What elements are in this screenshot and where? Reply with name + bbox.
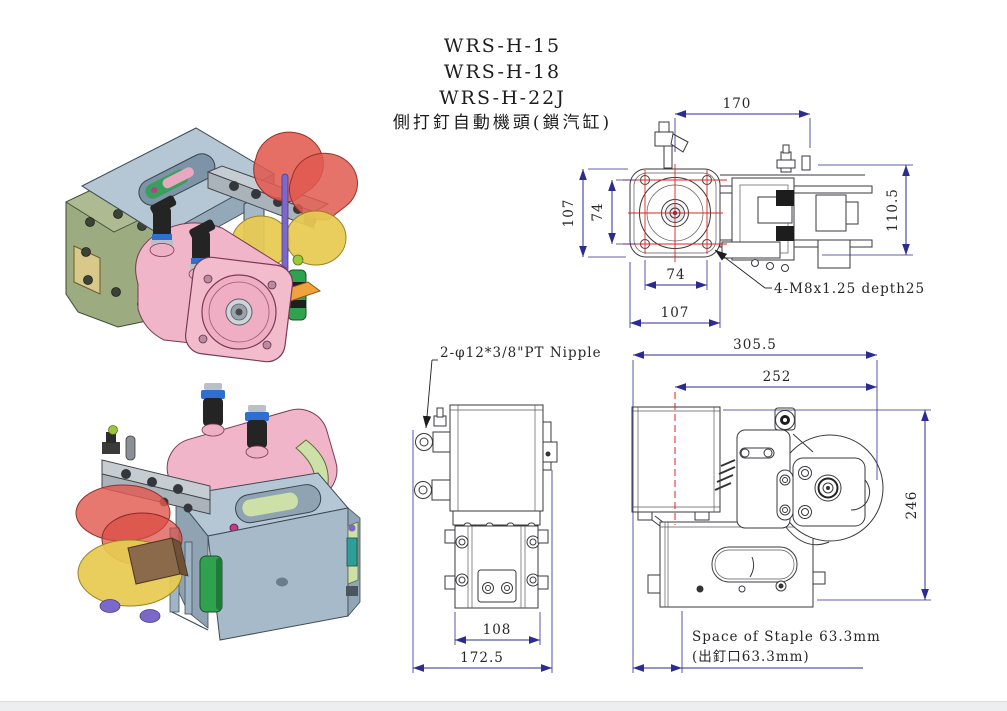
lower-body xyxy=(647,521,826,608)
dimensions: 108 172.5 xyxy=(412,430,553,673)
top-slot xyxy=(235,484,322,524)
dim-110-5: 110.5 xyxy=(885,188,901,232)
pin xyxy=(125,435,136,461)
dimensions: 305.5 252 246 Space of Staple 63.3mm (出釘… xyxy=(632,337,931,673)
pink-motor xyxy=(135,195,294,363)
corner-bolts xyxy=(455,535,540,587)
model-number-3: WRS-H-22J xyxy=(439,87,566,109)
model-number-1: WRS-H-15 xyxy=(443,35,562,57)
air-fitting-2 xyxy=(245,405,269,459)
air-fitting-1 xyxy=(201,383,225,437)
dim-74-left: 74 xyxy=(590,202,606,221)
staple-note-zh: (出釘口63.3mm) xyxy=(692,648,810,665)
dim-172-5: 172.5 xyxy=(460,650,504,666)
top-slot xyxy=(138,153,216,206)
purple-rod xyxy=(281,173,289,275)
isometric-view-top xyxy=(65,127,358,363)
flange-screws xyxy=(198,274,277,350)
dim-107-left: 107 xyxy=(561,199,577,228)
side-view-drawing: 2-φ12*3/8"PT Nipple 108 172.5 xyxy=(412,345,602,673)
purple-foot-2 xyxy=(139,609,161,623)
centerlines xyxy=(623,164,727,262)
arm-bolts xyxy=(121,469,193,513)
box-body xyxy=(169,472,361,641)
side-mechanism xyxy=(719,144,873,272)
dim-108: 108 xyxy=(483,622,512,638)
cylinder xyxy=(631,406,721,537)
profile-view-drawing: 305.5 252 246 Space of Staple 63.3mm (出釘… xyxy=(631,337,931,673)
brown-block xyxy=(127,537,189,585)
purple-foot-1 xyxy=(99,599,121,613)
nipple-callout: 2-φ12*3/8"PT Nipple xyxy=(422,345,602,429)
machine-body xyxy=(414,404,558,609)
title-block: WRS-H-15 WRS-H-18 WRS-H-22J 側打釘自動機頭(鎖汽缸) xyxy=(330,33,675,135)
khaki-plate xyxy=(73,245,101,295)
staple-note-en: Space of Staple 63.3mm xyxy=(692,629,881,645)
isometric-view-bottom xyxy=(75,383,361,641)
dim-246: 246 xyxy=(904,491,920,520)
model-number-2: WRS-H-18 xyxy=(443,61,562,83)
bottom-edge-strip xyxy=(0,701,1007,711)
dim-252: 252 xyxy=(763,369,792,385)
dimensions: 170 107 74 74 107 110.5 4-M8x1.25 depth xyxy=(561,96,925,328)
staple-mechanism xyxy=(714,407,884,546)
thread-note: 4-M8x1.25 depth25 xyxy=(774,281,925,297)
air-fitting-1 xyxy=(149,195,177,257)
front-view-drawing: 170 107 74 74 107 110.5 4-M8x1.25 depth xyxy=(561,96,925,328)
teal-insert xyxy=(346,537,358,567)
olive-side-body xyxy=(65,181,157,328)
dim-74-bottom: 74 xyxy=(666,267,685,283)
red-fan-blades xyxy=(253,131,358,221)
dim-170: 170 xyxy=(723,96,752,112)
dim-305-5: 305.5 xyxy=(733,337,777,353)
spring-coil xyxy=(714,459,736,491)
drawing-subtitle: 側打釘自動機頭(鎖汽缸) xyxy=(392,113,613,133)
green-cylinder xyxy=(199,555,223,613)
nipple-note: 2-φ12*3/8"PT Nipple xyxy=(440,345,602,361)
dim-107-bottom: 107 xyxy=(661,305,690,321)
